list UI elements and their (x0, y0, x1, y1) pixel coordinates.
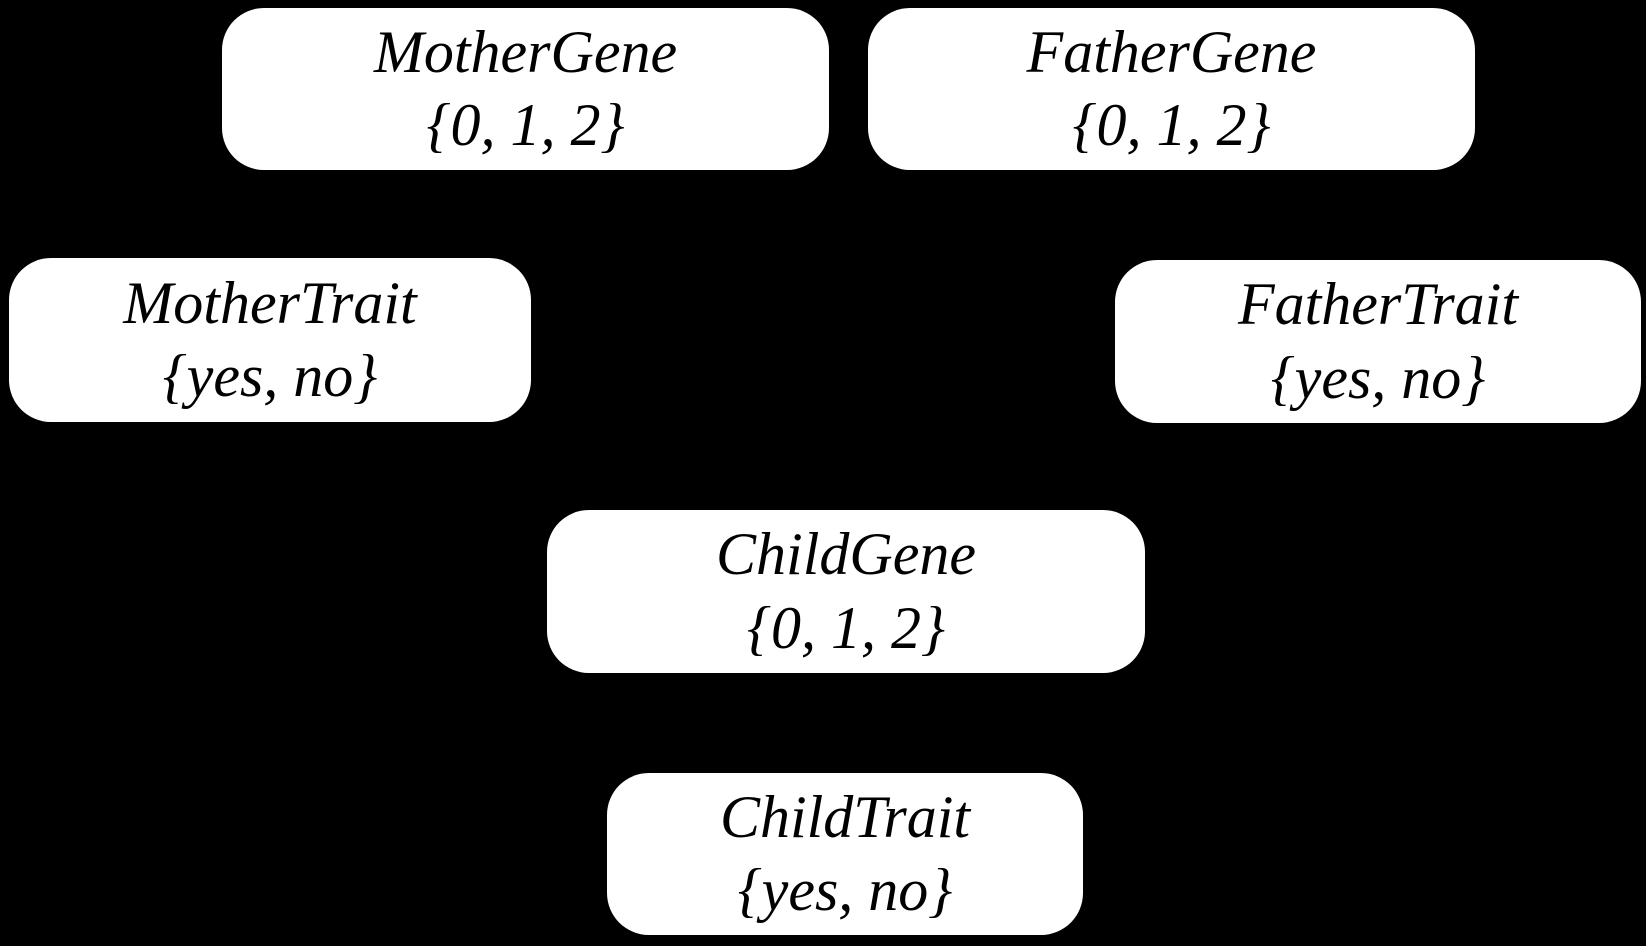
node-father-gene: FatherGene {0, 1, 2} (868, 8, 1475, 170)
node-mother-trait-values: {yes, no} (162, 343, 378, 409)
node-father-gene-values: {0, 1, 2} (1072, 92, 1271, 158)
node-child-gene-values: {0, 1, 2} (747, 594, 945, 661)
node-father-trait-label: FatherTrait (1237, 271, 1519, 338)
node-mother-gene-label: MotherGene (373, 18, 678, 85)
node-mother-gene-values: {0, 1, 2} (426, 92, 625, 158)
node-father-trait: FatherTrait {yes, no} (1115, 260, 1641, 423)
node-child-trait-values: {yes, no} (737, 857, 953, 923)
node-child-gene-label: ChildGene (716, 521, 976, 588)
node-child-trait-label: ChildTrait (719, 783, 971, 850)
node-mother-trait-label: MotherTrait (123, 269, 417, 336)
node-mother-gene: MotherGene {0, 1, 2} (222, 8, 829, 170)
node-father-gene-label: FatherGene (1026, 18, 1317, 85)
node-father-trait-values: {yes, no} (1270, 344, 1486, 411)
node-child-gene: ChildGene {0, 1, 2} (547, 510, 1145, 673)
node-child-trait: ChildTrait {yes, no} (607, 773, 1083, 935)
node-mother-trait: MotherTrait {yes, no} (9, 258, 531, 422)
